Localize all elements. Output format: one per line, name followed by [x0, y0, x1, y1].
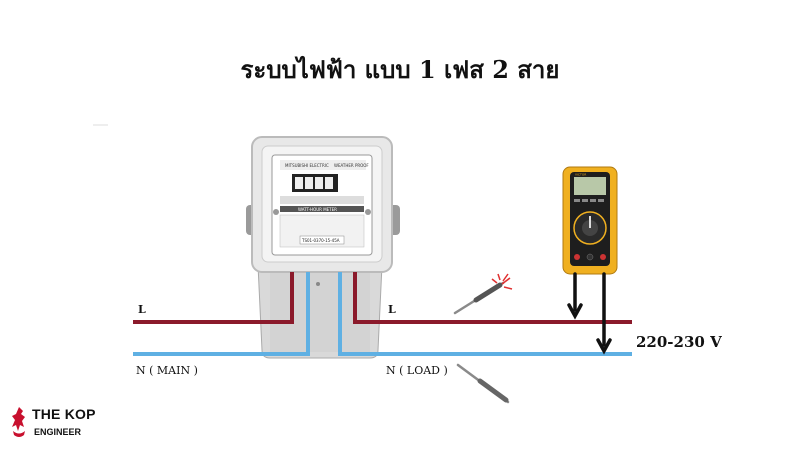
- kwh-meter-icon: MITSUBISHI ELECTRIC WEATHER PROOF WATT-H…: [246, 136, 400, 359]
- multimeter-icon: VICTOR: [562, 166, 618, 275]
- meter-nameplate: WATT-HOUR METER: [298, 207, 337, 212]
- meter-rating: WEATHER PROOF: [334, 163, 369, 168]
- screwdriver-tester-icon: [456, 363, 510, 404]
- the-kop-logo: THE KOP ENGINEER: [8, 405, 128, 445]
- neutral-wire: [133, 272, 632, 356]
- meter-model: TS01-0370-15-45A: [301, 238, 340, 243]
- screwdriver-tester-glowing-icon: [453, 273, 513, 315]
- logo-name: THE KOP: [32, 406, 96, 422]
- probe-wires: [567, 272, 612, 355]
- multimeter-brand: VICTOR: [575, 173, 586, 177]
- multimeter-display: [574, 177, 606, 195]
- diagram-title: ระบบไฟฟ้า แบบ 1 เฟส 2 สาย: [240, 55, 560, 84]
- meter-brand: MITSUBISHI ELECTRIC: [285, 163, 329, 168]
- label-line-load: L: [388, 303, 396, 316]
- label-neutral-main: N ( MAIN ): [136, 364, 198, 377]
- liverbird-icon: [12, 407, 25, 437]
- live-wire: [133, 272, 632, 324]
- label-neutral-load: N ( LOAD ): [386, 364, 448, 377]
- logo-subtitle: ENGINEER: [34, 427, 82, 437]
- label-voltage: 220-230 V: [636, 333, 722, 351]
- label-line-main: L: [138, 303, 146, 316]
